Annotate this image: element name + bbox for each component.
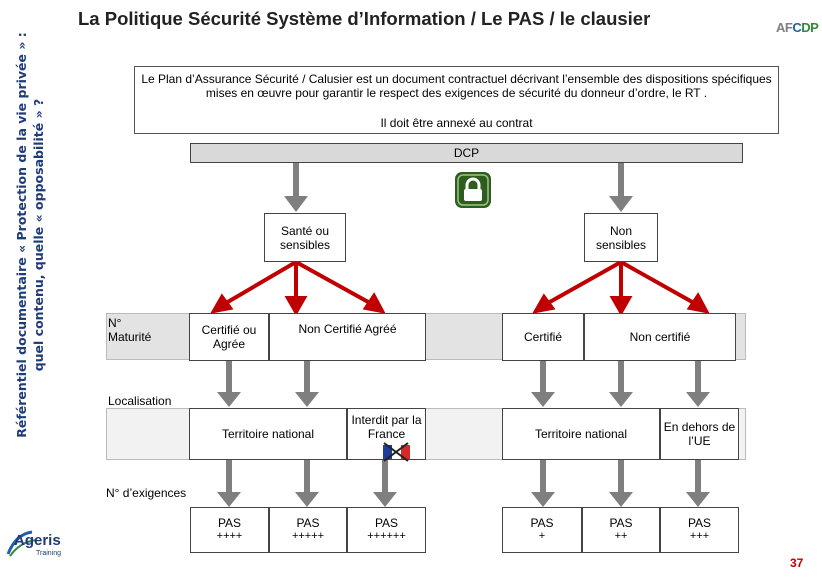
ageris-swoosh-icon xyxy=(6,530,37,557)
localisation-label: Localisation xyxy=(108,394,172,408)
page-title: La Politique Sécurité Système d’Informat… xyxy=(78,8,651,29)
french-flag-crossed-icon xyxy=(381,441,411,463)
national-territory-box-1: Territoire national xyxy=(189,408,347,460)
pas-box-2: PAS +++++ xyxy=(269,507,347,553)
sensitive-data-box: Santé ou sensibles xyxy=(264,213,346,262)
requirements-label: N° d’exigences xyxy=(106,486,187,500)
pas-level-1: ++++ xyxy=(216,530,243,542)
pas-label-4: PAS xyxy=(530,516,554,530)
intro-box: Le Plan d’Assurance Sécurité / Calusier … xyxy=(134,66,779,134)
pas-box-4: PAS + xyxy=(502,507,582,553)
pas-level-4: + xyxy=(538,530,546,542)
non-sensitive-data-box: Non sensibles xyxy=(584,213,658,262)
dcp-arrows xyxy=(217,163,710,507)
pas-label-5: PAS xyxy=(609,516,633,530)
pas-label-2: PAS xyxy=(296,516,320,530)
pas-box-5: PAS ++ xyxy=(582,507,660,553)
ageris-logo: Ageris Training xyxy=(6,528,62,560)
intro-text: Le Plan d’Assurance Sécurité / Calusier … xyxy=(141,72,772,100)
outside-eu-box: En dehors de l’UE xyxy=(660,408,739,460)
page-number: 37 xyxy=(790,556,804,570)
pas-level-5: ++ xyxy=(614,530,628,542)
pas-label-3: PAS xyxy=(374,516,399,530)
not-certified-box: Non certifié xyxy=(584,313,736,361)
pas-level-6: +++ xyxy=(689,530,710,542)
ageris-logo-sub: Training xyxy=(36,550,62,557)
certified-box: Certifié xyxy=(502,313,584,361)
red-arrows xyxy=(210,260,710,317)
not-certified-approved-box: Non Certifié Agréé xyxy=(269,313,426,361)
national-territory-box-2: Territoire national xyxy=(502,408,660,460)
afcdp-logo: AFCDP xyxy=(776,20,819,35)
padlock-icon xyxy=(455,172,491,208)
pas-label-6: PAS xyxy=(687,516,712,530)
pas-box-6: PAS +++ xyxy=(660,507,739,553)
annex-text: Il doit être annexé au contrat xyxy=(380,116,533,130)
dcp-bar: DCP xyxy=(190,143,743,163)
pas-box-1: PAS ++++ xyxy=(190,507,269,553)
pas-level-2: +++++ xyxy=(291,530,325,542)
forbidden-by-france-text: Interdit par la France xyxy=(351,413,422,441)
maturity-label: N° Maturité xyxy=(108,316,152,344)
logo-part-1: AF xyxy=(776,20,793,35)
logo-part-3: DP xyxy=(801,20,819,35)
logo-part-2: C xyxy=(792,20,802,35)
pas-box-3: PAS ++++++ xyxy=(347,507,426,553)
pas-label-1: PAS xyxy=(217,516,242,530)
pas-level-3: ++++++ xyxy=(367,530,406,542)
ageris-logo-name: Ageris xyxy=(14,532,61,549)
certified-or-approved-box: Certifié ou Agrée xyxy=(189,313,269,361)
